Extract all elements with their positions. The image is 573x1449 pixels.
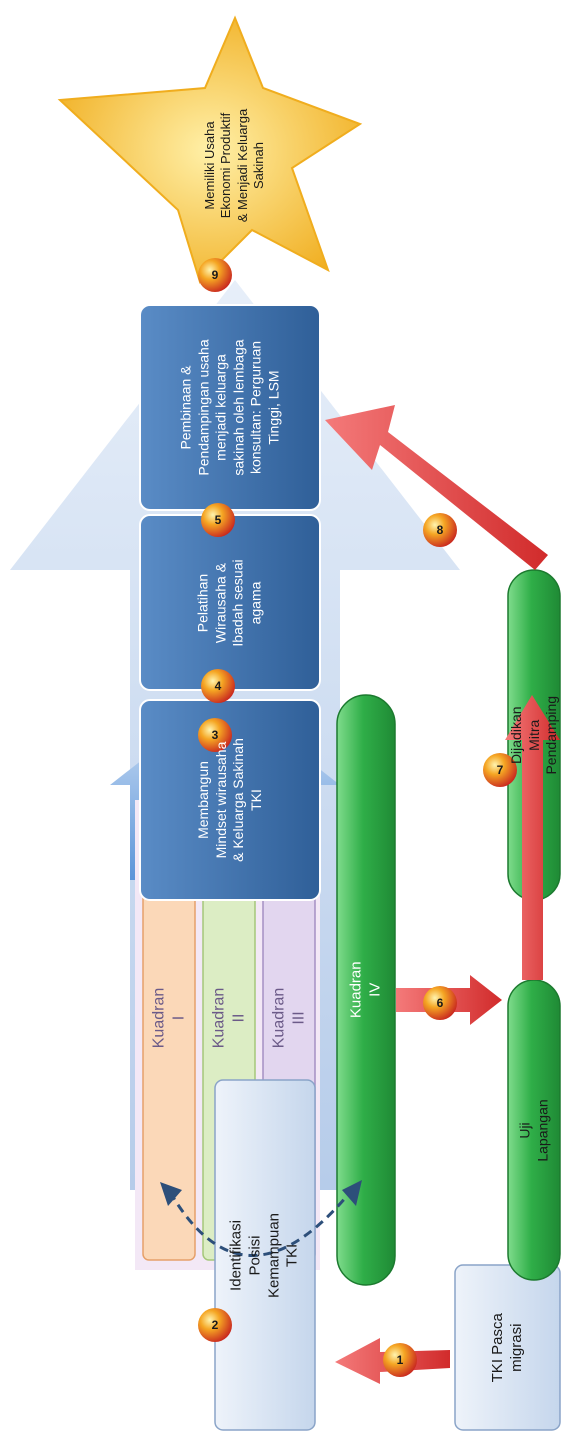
step-ball-5: 5 — [201, 503, 235, 537]
step-4-label: 4 — [215, 679, 222, 693]
mitra-text: Dijadikan Mitra Pendamping — [507, 695, 559, 775]
arrow-7 — [505, 695, 560, 980]
kuadran-1-text: Kuadran I — [150, 987, 187, 1048]
kuadran-1-label: Kuadran I — [143, 775, 195, 1260]
step-8-label: 8 — [437, 523, 444, 537]
step-ball-8: 8 — [423, 513, 457, 547]
arrow-8 — [325, 405, 548, 570]
step-1-label: 1 — [397, 1353, 404, 1367]
tki-pasca-migrasi-label: TKI Pasca migrasi — [455, 1265, 560, 1430]
tki-pasca-migrasi-box — [454, 1264, 561, 1431]
step-ball-9: 9 — [198, 258, 232, 292]
pembinaan-label: Pembinaan & Pendampingan usaha menjadi k… — [140, 305, 320, 510]
step-ball-6: 6 — [423, 986, 457, 1020]
kuadran-3-text: Kuadran III — [270, 987, 307, 1048]
step-ball-4: 4 — [201, 669, 235, 703]
pembinaan-text: Pembinaan & Pendampingan usaha menjadi k… — [177, 339, 281, 476]
mitra-label: Dijadikan Mitra Pendamping — [508, 570, 560, 900]
step-3-label: 3 — [212, 728, 219, 742]
step-2-label: 2 — [212, 1318, 219, 1332]
kuadran-4-label: Kuadran IV — [337, 695, 395, 1285]
tki-pasca-migrasi-text: TKI Pasca migrasi — [488, 1312, 525, 1383]
uji-lapangan-text: Uji Lapangan — [516, 1098, 551, 1162]
kuadran-2-text: Kuadran II — [210, 987, 247, 1048]
dashed-arrow-head-left — [160, 1182, 182, 1206]
kuadran-4-box — [336, 694, 396, 1286]
step-6-label: 6 — [437, 996, 444, 1010]
pelatihan-text: Pelatihan Wirausaha & Ibadah sesuai agam… — [195, 558, 264, 647]
uji-lapangan-label: Uji Lapangan — [508, 980, 560, 1280]
pelatihan-label: Pelatihan Wirausaha & Ibadah sesuai agam… — [140, 515, 320, 690]
step-7-label: 7 — [497, 763, 504, 777]
kuadran-4-text: Kuadran IV — [347, 961, 383, 1019]
step-ball-2: 2 — [198, 1308, 232, 1342]
goal-label: Memiliki Usaha Ekonomi Produktif & Menja… — [165, 90, 305, 240]
step-5-label: 5 — [215, 513, 222, 527]
identifikasi-text: Identifikasi Posisi Kemampuan TKI — [227, 1212, 301, 1298]
identifikasi-label: Identifikasi Posisi Kemampuan TKI — [215, 1080, 315, 1430]
membangun-box — [139, 699, 321, 901]
step-ball-7: 7 — [483, 753, 517, 787]
step-9-label: 9 — [212, 268, 219, 282]
step-ball-1: 1 — [383, 1343, 417, 1377]
step-ball-3: 3 — [198, 718, 232, 752]
dashed-arrow — [168, 1189, 354, 1257]
dashed-arrow-head-right — [342, 1180, 362, 1206]
goal-text: Memiliki Usaha Ekonomi Produktif & Menja… — [202, 108, 267, 222]
goal-star — [57, 15, 363, 284]
